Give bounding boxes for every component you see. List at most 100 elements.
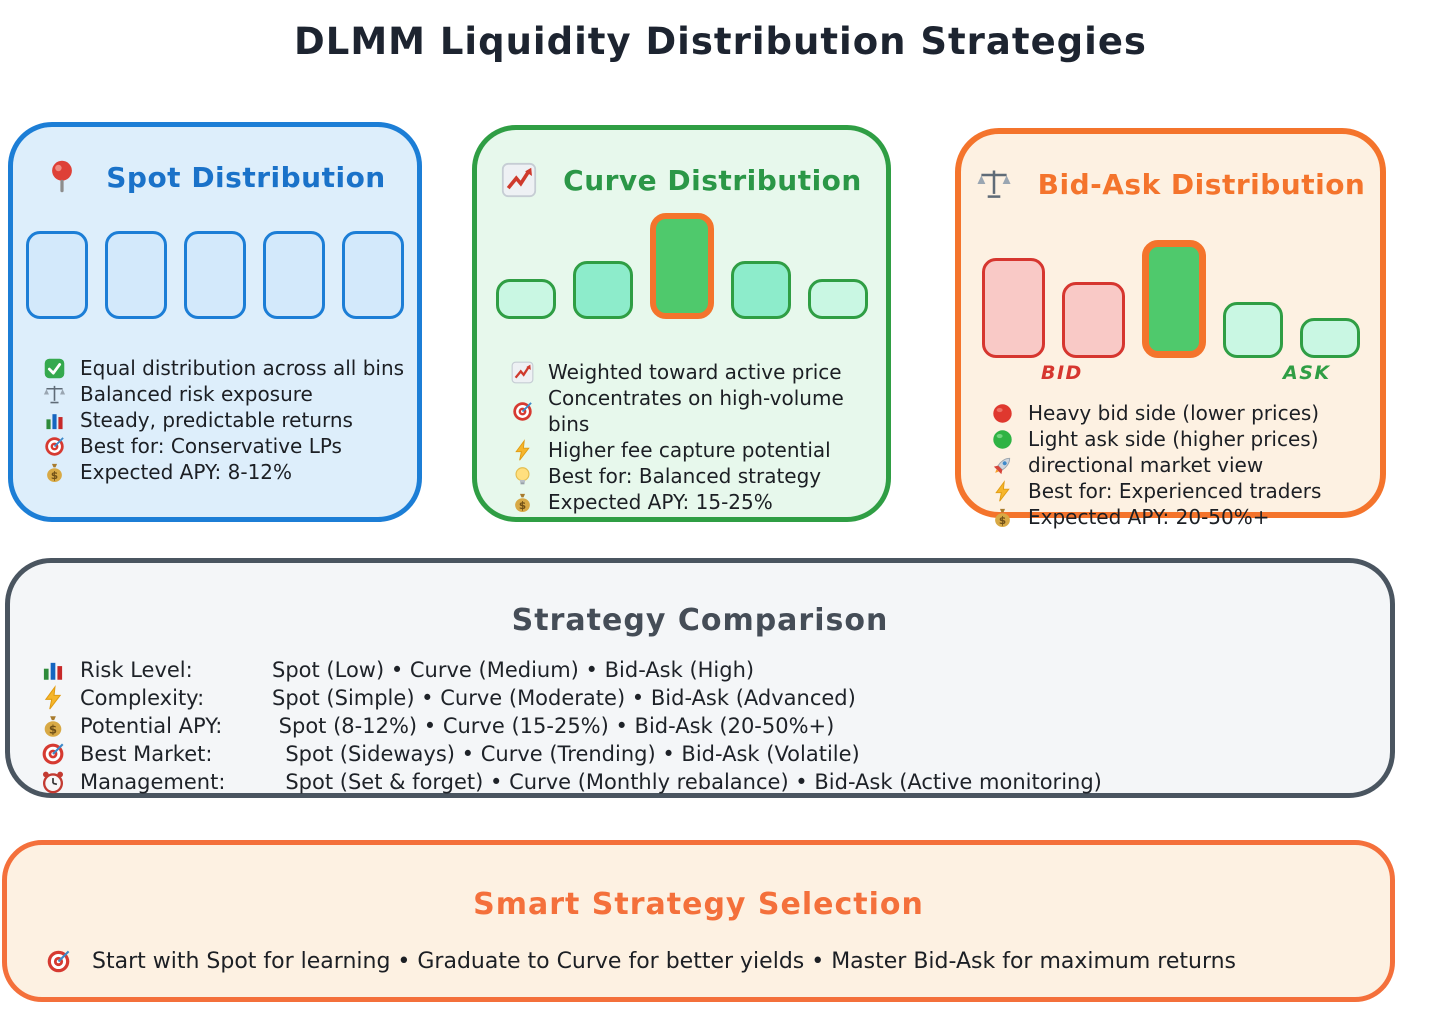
feature-text: Equal distribution across all bins — [80, 356, 405, 380]
curve-card-title: Curve Distribution — [563, 163, 862, 197]
alarm-clock-icon — [40, 769, 66, 795]
svg-text:$: $ — [49, 722, 57, 736]
lightning-icon — [991, 479, 1014, 503]
bid-label: BID — [1041, 362, 1083, 384]
feature-text: directional market view — [1028, 453, 1264, 477]
comparison-value: Spot (8-12%) • Curve (15-25%) • Bid-Ask … — [272, 714, 835, 738]
feature-item: Best for: Conservative LPs — [43, 433, 417, 459]
feature-text: Best for: Experienced traders — [1028, 479, 1322, 503]
spot-card-header: Spot Distribution — [13, 159, 417, 195]
money-bag-icon: $ — [43, 461, 66, 484]
feature-item: Best for: Balanced strategy — [511, 463, 886, 489]
svg-text:$: $ — [51, 469, 58, 481]
feature-text: Best for: Balanced strategy — [548, 464, 822, 488]
feature-item: $ Expected APY: 20-50%+ — [991, 504, 1380, 530]
feature-item: directional market view — [991, 452, 1380, 478]
chart-up-icon — [511, 361, 534, 384]
liquidity-bar — [807, 279, 868, 319]
smart-strategy-selection-panel: Smart Strategy Selection Start with Spot… — [2, 840, 1395, 1002]
feature-text: Best for: Conservative LPs — [80, 434, 342, 458]
feature-item: Higher fee capture potential — [511, 437, 886, 463]
comparison-row: Complexity:Spot (Simple) • Curve (Modera… — [40, 684, 1390, 712]
lightning-icon — [511, 438, 534, 462]
feature-item: Weighted toward active price — [511, 359, 886, 385]
liquidity-bar — [495, 279, 556, 319]
svg-text:$: $ — [519, 499, 526, 511]
bidask-bars — [961, 240, 1380, 358]
bar-chart-icon — [43, 409, 66, 432]
liquidity-bar — [342, 231, 404, 319]
feature-text: Expected APY: 15-25% — [548, 490, 773, 514]
liquidity-bar — [263, 231, 325, 319]
curve-distribution-card: Curve Distribution Weighted toward activ… — [472, 125, 891, 522]
check-mark-icon — [43, 357, 66, 380]
feature-text: Balanced risk exposure — [80, 382, 313, 406]
comparison-label: Complexity: — [80, 686, 205, 710]
spot-card-title: Spot Distribution — [106, 160, 386, 194]
light-bulb-icon — [511, 465, 534, 488]
bidask-distribution-card: Bid-Ask Distribution BID ASK Heavy bid s… — [955, 128, 1386, 529]
feature-text: Heavy bid side (lower prices) — [1028, 401, 1320, 425]
spot-distribution-card: Spot Distribution Equal distribution acr… — [8, 122, 422, 522]
bidask-card-header: Bid-Ask Distribution — [961, 166, 1380, 202]
feature-item: $ Expected APY: 15-25% — [511, 489, 886, 515]
feature-item: $Expected APY: 8-12% — [43, 459, 417, 485]
liquidity-bar — [1061, 282, 1125, 358]
target-icon — [511, 400, 534, 423]
target-icon — [40, 741, 66, 767]
target-icon — [45, 948, 72, 975]
comparison-row: Risk Level: Spot (Low) • Curve (Medium) •… — [40, 656, 1390, 684]
curve-card-header: Curve Distribution — [477, 162, 886, 198]
comparison-label: Risk Level: — [80, 658, 193, 682]
strategy-comparison-panel: Strategy Comparison Risk Level: Spot (Low… — [5, 558, 1395, 798]
active-liquidity-bar — [1141, 240, 1206, 358]
curve-bars — [477, 213, 886, 319]
green-circle-icon — [991, 428, 1014, 451]
selection-title: Smart Strategy Selection — [473, 887, 924, 922]
comparison-value: Spot (Set & forget) • Curve (Monthly reb… — [272, 770, 1102, 794]
rocket-icon — [991, 454, 1014, 477]
chart-up-icon — [501, 162, 537, 198]
comparison-value: Spot (Low) • Curve (Medium) • Bid-Ask (H… — [272, 658, 755, 682]
bidask-card-title: Bid-Ask Distribution — [1037, 167, 1366, 201]
selection-tip-text: Start with Spot for learning • Graduate … — [92, 949, 1237, 974]
money-bag-icon: $ — [991, 506, 1014, 529]
svg-text:$: $ — [999, 514, 1006, 526]
active-liquidity-bar — [649, 213, 714, 319]
feature-text: Expected APY: 20-50%+ — [1028, 505, 1270, 529]
liquidity-bar — [1222, 302, 1283, 358]
page-title: DLMM Liquidity Distribution Strategies — [294, 20, 1147, 63]
feature-text: Steady, predictable returns — [80, 408, 353, 432]
feature-item: Steady, predictable returns — [43, 407, 417, 433]
bidask-axis-labels: BID ASK — [961, 362, 1380, 388]
feature-item: Concentrates on high-volume bins — [511, 385, 886, 437]
liquidity-bar — [730, 261, 791, 319]
liquidity-bar — [184, 231, 246, 319]
round-pushpin-icon — [44, 159, 80, 195]
target-icon — [43, 435, 66, 458]
lightning-icon — [40, 685, 66, 711]
ask-label: ASK — [1283, 362, 1331, 384]
feature-text: Weighted toward active price — [548, 360, 842, 384]
feature-text: Concentrates on high-volume bins — [548, 386, 844, 436]
comparison-label: Potential APY: — [80, 714, 223, 738]
liquidity-bar — [26, 231, 88, 319]
money-bag-icon: $ — [40, 713, 66, 739]
selection-tip-row: Start with Spot for learning • Graduate … — [7, 948, 1390, 975]
liquidity-bar — [1299, 318, 1360, 358]
feature-item: Equal distribution across all bins — [43, 355, 417, 381]
comparison-row: Management: Spot (Set & forget) • Curve … — [40, 768, 1390, 796]
feature-text: Light ask side (higher prices) — [1028, 427, 1319, 451]
red-circle-icon — [991, 402, 1014, 425]
balance-scale-icon — [43, 383, 66, 406]
feature-item: Balanced risk exposure — [43, 381, 417, 407]
comparison-title: Strategy Comparison — [511, 603, 889, 638]
comparison-row: $ Potential APY: Spot (8-12%) • Curve (15… — [40, 712, 1390, 740]
balance-scale-icon — [976, 166, 1012, 202]
feature-item: Best for: Experienced traders — [991, 478, 1380, 504]
liquidity-bar — [572, 261, 633, 319]
comparison-label: Management: — [80, 770, 226, 794]
feature-text: Higher fee capture potential — [548, 438, 831, 462]
